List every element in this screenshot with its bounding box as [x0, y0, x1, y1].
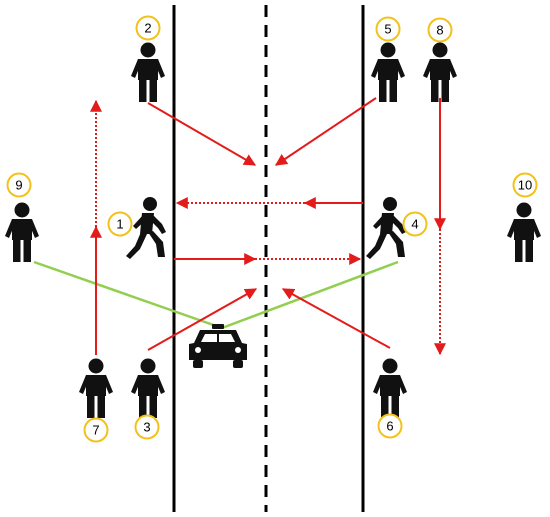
figures-layer: 1 2 3 4 5 6 7 8 9 10 — [5, 15, 541, 443]
sightlines — [33, 260, 399, 330]
badge-8: 8 — [427, 17, 453, 43]
walking-person-icon — [366, 197, 406, 259]
pedestrian-2: 2 — [131, 15, 165, 102]
pedestrian-5: 5 — [371, 16, 405, 102]
arrow-5-to-center — [275, 97, 377, 166]
taxi-icon — [189, 324, 247, 368]
person-icon — [131, 358, 165, 418]
person-icon — [423, 42, 457, 102]
badge-label-4: 4 — [411, 217, 418, 232]
sightline-9-to-car — [33, 260, 223, 330]
badge-label-2: 2 — [144, 21, 151, 36]
pedestrian-10: 10 — [507, 172, 541, 262]
badge-5: 5 — [375, 16, 401, 42]
badge-3: 3 — [134, 414, 160, 440]
badge-2: 2 — [135, 15, 161, 41]
sightline-4-to-car — [221, 260, 399, 330]
badge-label-8: 8 — [436, 23, 443, 38]
person-icon — [371, 42, 405, 102]
badge-label-7: 7 — [92, 423, 99, 438]
badge-label-1: 1 — [116, 217, 123, 232]
badge-label-3: 3 — [143, 420, 150, 435]
badge-1: 1 — [107, 211, 133, 237]
pedestrian-8: 8 — [423, 17, 457, 102]
person-icon — [79, 358, 113, 418]
walking-person-icon — [126, 197, 166, 259]
arrow-2-to-center — [147, 102, 257, 166]
badge-label-10: 10 — [518, 178, 532, 193]
badge-9: 9 — [6, 172, 32, 198]
arrow-3-to-center — [147, 288, 258, 351]
pedestrian-1: 1 — [107, 197, 166, 259]
person-icon — [373, 358, 407, 418]
arrow-6-to-center — [281, 288, 391, 349]
pedestrian-4: 4 — [366, 197, 428, 259]
pedestrian-3: 3 — [131, 358, 165, 440]
pedestrian-6: 6 — [373, 358, 407, 439]
pedestrian-7: 7 — [79, 358, 113, 443]
badge-label-6: 6 — [386, 419, 393, 434]
person-icon — [131, 42, 165, 102]
movement-arrows — [90, 97, 446, 356]
person-icon — [507, 202, 541, 262]
badge-7: 7 — [83, 417, 109, 443]
badge-label-5: 5 — [384, 22, 391, 37]
badge-label-9: 9 — [15, 178, 22, 193]
person-icon — [5, 202, 39, 262]
badge-6: 6 — [377, 413, 403, 439]
badge-4: 4 — [402, 211, 428, 237]
badge-10: 10 — [512, 172, 538, 198]
pedestrian-9: 9 — [5, 172, 39, 262]
